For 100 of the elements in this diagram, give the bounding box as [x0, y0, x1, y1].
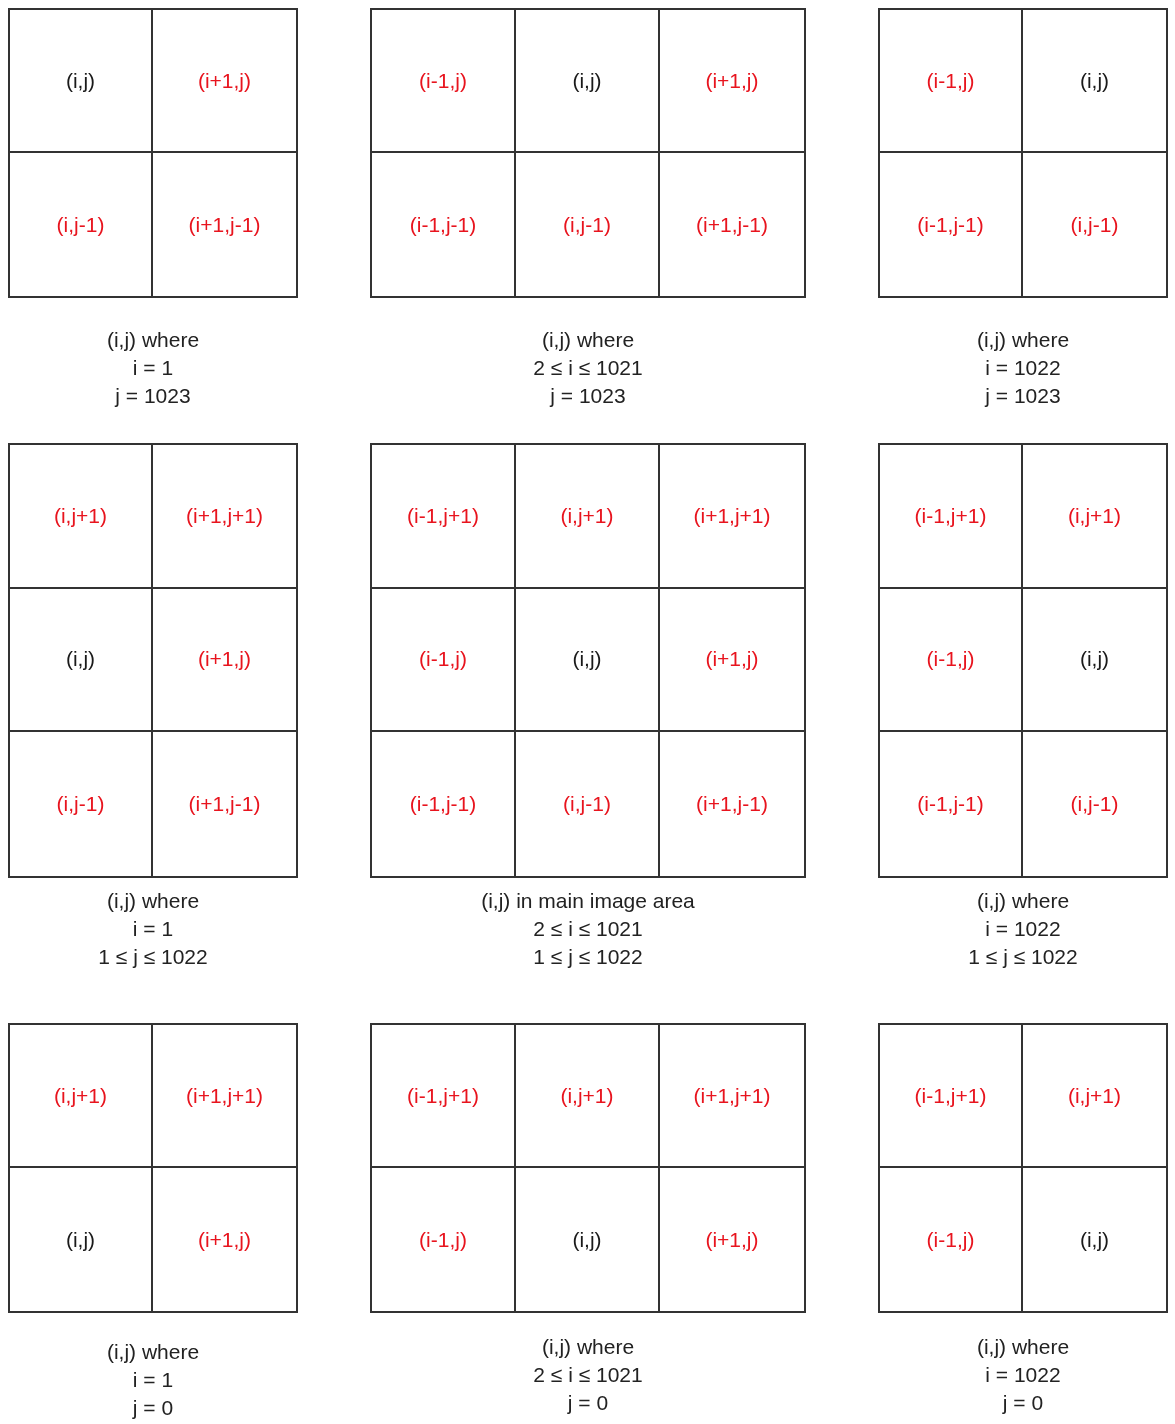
grid-block [8, 1023, 298, 1313]
caption-line: (i,j) where [541, 1334, 635, 1360]
caption-line: 1 ≤ j ≤ 1022 [968, 944, 1078, 970]
grid-block [878, 1023, 1168, 1313]
cell-label: (i+1,j+1) [693, 1083, 771, 1108]
cell-label: (i+1,j-1) [696, 792, 768, 817]
cell-label: (i+1,j+1) [693, 503, 771, 528]
cell-label: (i+1,j-1) [188, 212, 261, 237]
caption-line: i = 1022 [985, 355, 1061, 381]
caption-line: j = 0 [1002, 1390, 1044, 1416]
cell-label: (i,j+1) [560, 1083, 614, 1108]
caption-line: j = 0 [567, 1390, 609, 1416]
caption-line: (i,j) where [106, 327, 200, 353]
cell-label: (i,j) [65, 647, 96, 672]
cell-label: (i,j-1) [563, 792, 611, 817]
cell-label: (i+1,j-1) [696, 212, 768, 237]
cell-label: (i-1,j) [419, 68, 467, 93]
cell-label: (i-1,j-1) [917, 792, 984, 817]
caption-line: 2 ≤ i ≤ 1021 [533, 355, 643, 381]
grid-cell [516, 588, 660, 733]
cell-label: (i-1,j+1) [914, 503, 987, 528]
grid-cell [372, 10, 516, 153]
cell-label: (i+1,j) [197, 68, 252, 93]
grid-cell [372, 445, 516, 589]
grid-cell [10, 10, 153, 153]
cell-label: (i+1,j) [705, 68, 759, 93]
cell-label: (i,j) [65, 68, 96, 93]
caption-line: 2 ≤ i ≤ 1021 [533, 916, 643, 942]
caption-line: i = 1 [132, 1367, 174, 1393]
cell-label: (i,j+1) [53, 1083, 108, 1108]
cell-label: (i+1,j) [705, 647, 759, 672]
cell-label: (i,j+1) [1067, 1083, 1122, 1108]
caption-line: (i,j) where [541, 327, 635, 353]
caption-line: j = 1023 [115, 383, 191, 409]
cell-label: (i-1,j-1) [409, 212, 477, 237]
caption-line: j = 0 [132, 1395, 174, 1421]
caption-line: 1 ≤ j ≤ 1022 [533, 944, 643, 970]
cell-label: (i,j) [1079, 68, 1110, 93]
caption-line: j = 1023 [985, 383, 1061, 409]
grid-cell [372, 588, 516, 733]
cell-label: (i,j) [65, 1227, 96, 1252]
grid-cell [10, 1025, 153, 1168]
caption-line: (i,j) where [976, 327, 1070, 353]
grid-cell [10, 588, 153, 733]
grid-block [370, 8, 806, 298]
cell-label: (i,j+1) [1067, 503, 1122, 528]
grid-block [878, 8, 1168, 298]
cell-label: (i+1,j+1) [185, 503, 263, 528]
grid-cell [10, 445, 153, 589]
cell-label: (i+1,j+1) [185, 1083, 263, 1108]
grid-cell [880, 1025, 1023, 1168]
caption-line: (i,j) in main image area [481, 888, 695, 914]
cell-label: (i,j) [572, 1227, 602, 1252]
caption-line: (i,j) where [106, 1339, 200, 1365]
grid-cell [516, 1025, 660, 1168]
cell-label: (i,j) [572, 68, 602, 93]
caption-line: i = 1 [132, 355, 174, 381]
cell-label: (i,j+1) [560, 503, 614, 528]
caption-line: 1 ≤ j ≤ 1022 [98, 944, 208, 970]
grid-cell [880, 445, 1023, 589]
cell-label: (i,j-1) [56, 212, 105, 237]
grid-block [878, 443, 1168, 878]
caption-line: i = 1022 [985, 1362, 1061, 1388]
caption-line: (i,j) where [976, 888, 1070, 914]
cell-label: (i+1,j) [197, 647, 252, 672]
cell-label: (i-1,j+1) [914, 1083, 987, 1108]
caption-line: 2 ≤ i ≤ 1021 [533, 1362, 643, 1388]
cell-label: (i-1,j+1) [407, 503, 479, 528]
cell-label: (i-1,j-1) [917, 212, 984, 237]
caption-line: (i,j) where [106, 888, 200, 914]
cell-label: (i-1,j) [926, 1227, 975, 1252]
cell-label: (i,j+1) [53, 503, 108, 528]
cell-label: (i-1,j) [419, 647, 467, 672]
cell-label: (i,j-1) [1070, 212, 1119, 237]
caption-line: j = 1023 [550, 383, 626, 409]
grid-cell [516, 10, 660, 153]
cell-label: (i+1,j) [705, 1227, 759, 1252]
caption-line: i = 1022 [985, 916, 1061, 942]
cell-label: (i-1,j) [419, 1227, 467, 1252]
caption-line: i = 1 [132, 916, 174, 942]
cell-label: (i,j) [572, 647, 602, 672]
grid-block [8, 8, 298, 298]
grid-cell [880, 10, 1023, 153]
caption-line: (i,j) where [976, 1334, 1070, 1360]
cell-label: (i,j-1) [563, 212, 611, 237]
grid-cell [372, 1025, 516, 1168]
cell-label: (i-1,j) [926, 68, 975, 93]
cell-label: (i,j) [1079, 647, 1110, 672]
cell-label: (i-1,j-1) [409, 792, 477, 817]
grid-block [370, 1023, 806, 1313]
grid-block [8, 443, 298, 878]
cell-label: (i-1,j) [926, 647, 975, 672]
cell-label: (i,j-1) [1070, 792, 1119, 817]
cell-label: (i,j-1) [56, 792, 105, 817]
cell-label: (i,j) [1079, 1227, 1110, 1252]
cell-label: (i+1,j) [197, 1227, 252, 1252]
cell-label: (i+1,j-1) [188, 792, 261, 817]
grid-cell [516, 445, 660, 589]
cell-label: (i-1,j+1) [407, 1083, 479, 1108]
grid-block [370, 443, 806, 878]
